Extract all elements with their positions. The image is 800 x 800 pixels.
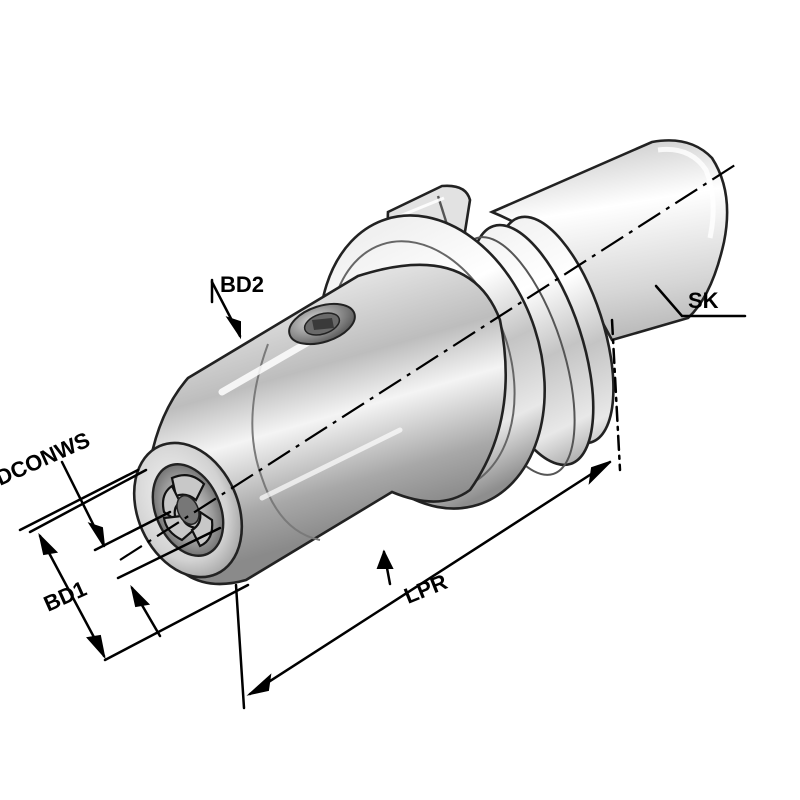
label-lpr: LPR xyxy=(401,569,451,609)
set-screw xyxy=(288,302,356,346)
label-sk: SK xyxy=(688,288,719,313)
center-axis xyxy=(119,164,736,561)
label-bd1: BD1 xyxy=(40,576,90,617)
dimension-bd2: BD2 xyxy=(210,272,264,340)
label-dconws: DCONWS xyxy=(0,427,94,491)
front-face xyxy=(132,441,244,579)
label-bd2: BD2 xyxy=(220,272,264,297)
dimension-sk: SK xyxy=(654,284,747,318)
